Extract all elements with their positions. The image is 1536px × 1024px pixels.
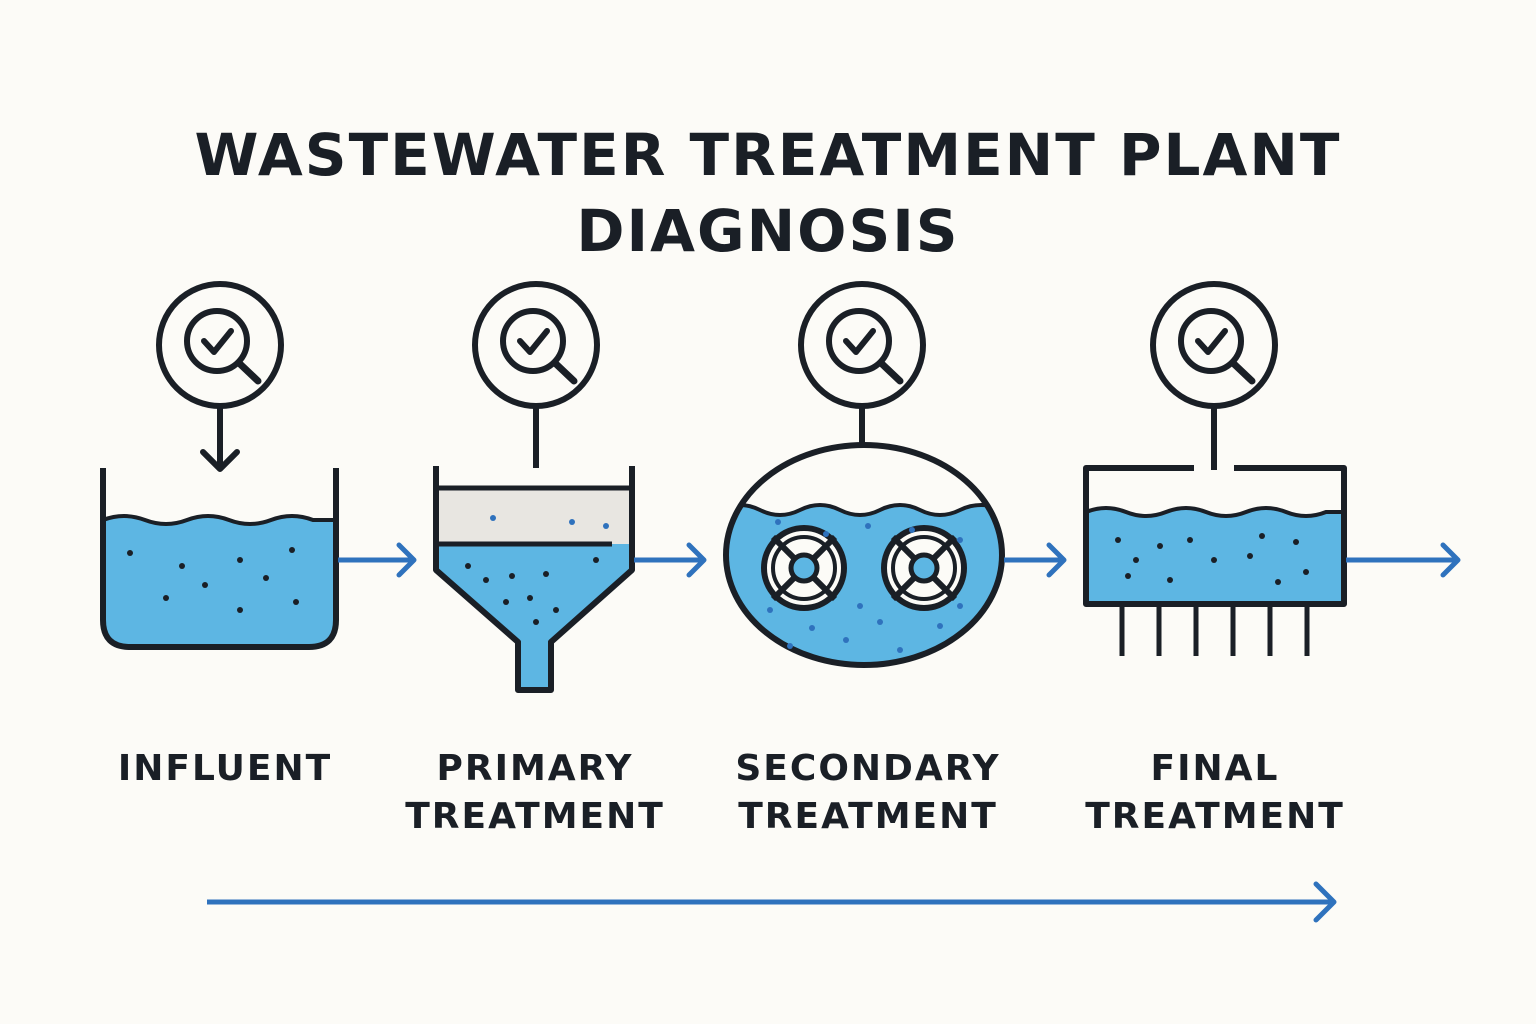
bubbles [767,519,963,653]
stage-final [1083,284,1347,656]
flow-arrow-2 [634,542,707,578]
flow-arrow-3 [1004,542,1067,578]
final-water [1086,508,1344,604]
flow-arrow-1 [338,542,417,578]
particles [1115,533,1309,585]
scum-layer [436,488,632,544]
title-line-2: DIAGNOSIS [576,196,960,265]
stage-label-influent: INFLUENT [100,745,350,793]
filter-tank [1083,465,1347,607]
inspection-icon-influent [159,284,281,406]
aeration-basin [723,442,1005,668]
stage-label-primary: PRIMARY TREATMENT [395,745,675,841]
flow-arrow-4 [1346,542,1461,578]
stage-primary [433,284,635,693]
stage-secondary [723,284,1005,668]
down-arrow-icon [200,449,240,472]
clarifier-hopper [433,466,635,693]
underdrain-pipes [1119,604,1310,656]
inspection-icon-final [1153,284,1275,406]
particles [465,557,599,625]
stage-label-line-2: TREATMENT [405,796,665,837]
stage-label-line-1: FINAL [1150,748,1280,789]
stage-label-final: FINAL TREATMENT [1075,745,1355,841]
stage-influent [100,284,339,650]
aerator-wheel-icon [764,528,844,608]
process-direction-arrow [207,881,1337,923]
influent-water [103,516,336,647]
stage-label-secondary: SECONDARY TREATMENT [718,745,1018,841]
stage-label-line-2: TREATMENT [1085,796,1345,837]
inspection-icon-secondary [801,284,923,406]
particles [127,547,299,613]
aerator-wheel-icon [884,528,964,608]
stage-label-line-1: INFLUENT [117,748,333,789]
stage-label-line-1: SECONDARY [735,748,1001,789]
title-line-1: WASTEWATER TREATMENT PLANT [194,120,1342,189]
influent-tank [100,468,339,650]
inspection-icon-primary [475,284,597,406]
stage-label-line-1: PRIMARY [436,748,634,789]
stage-label-line-2: TREATMENT [738,796,998,837]
page-title: WASTEWATER TREATMENT PLANT DIAGNOSIS [0,117,1536,269]
